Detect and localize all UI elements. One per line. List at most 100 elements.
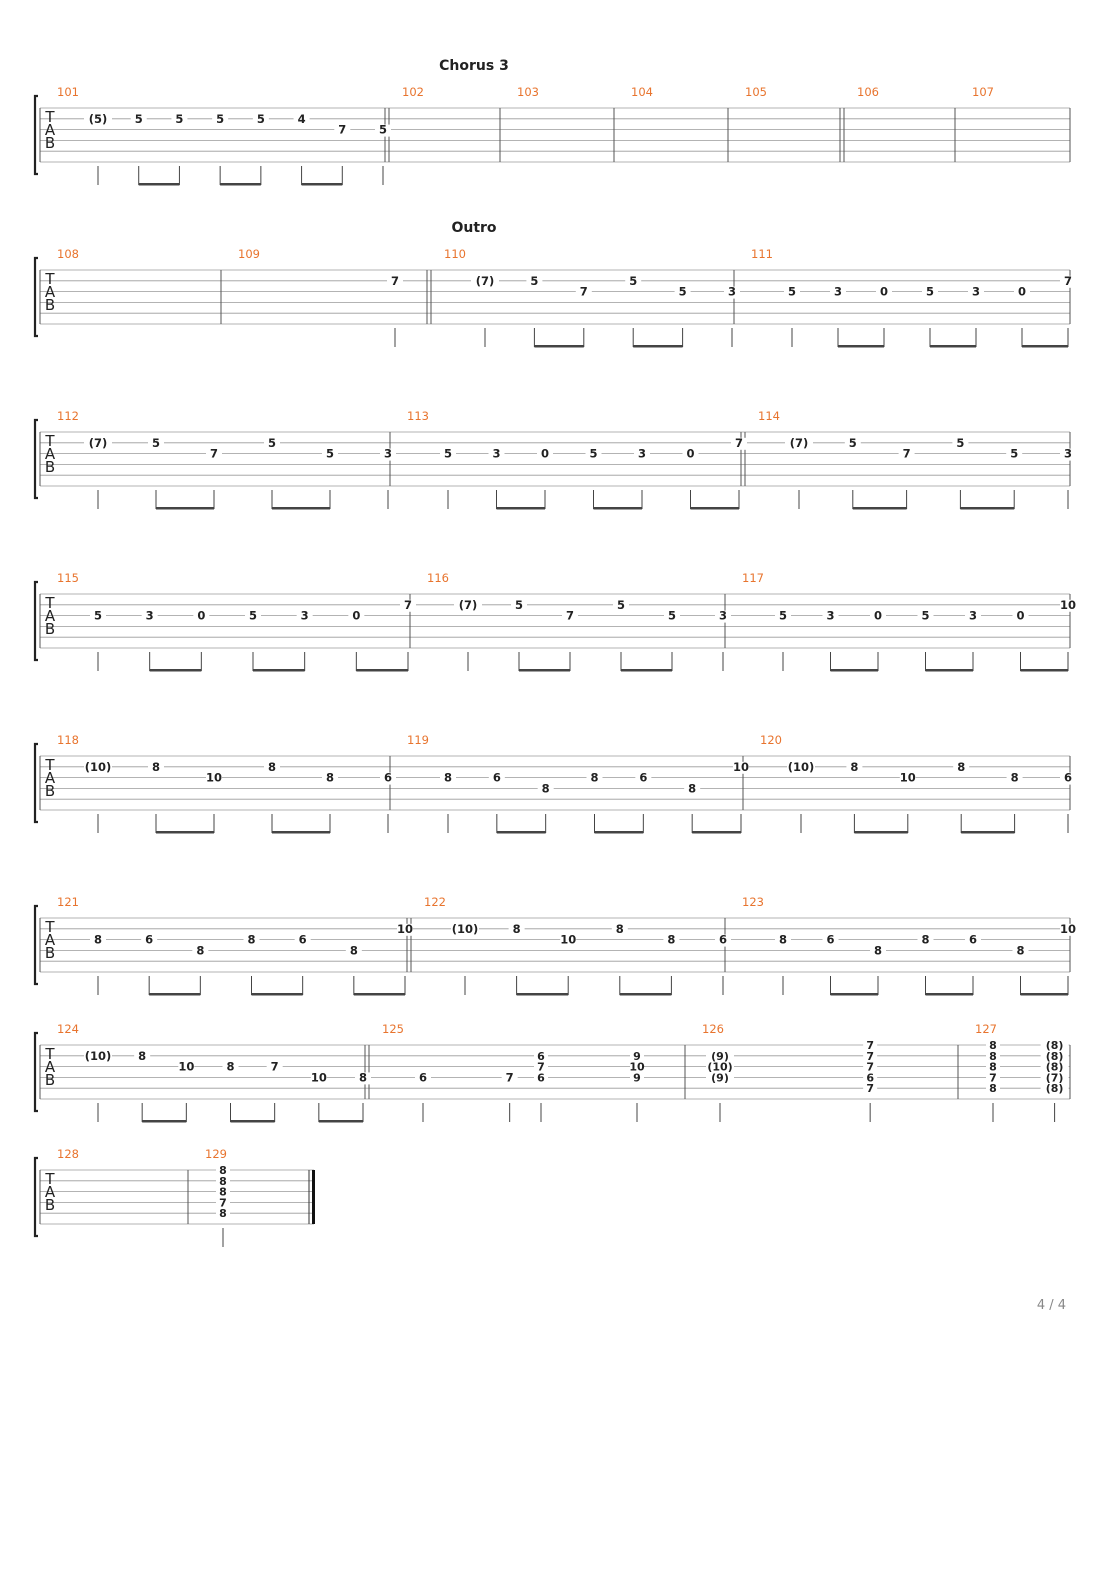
fret-backdrop [322,772,338,785]
fret-backdrop [206,772,222,785]
fret-number: 5 [175,112,183,126]
fret-backdrop [440,448,456,461]
fret-number: 8 [542,781,550,795]
chord-fret-number: 8 [219,1175,227,1188]
fret-number: 5 [152,436,160,450]
fret-number: 6 [384,771,392,785]
measure-number: 111 [751,247,773,261]
final-barline-thick [312,1170,315,1224]
fret-number: (7) [790,436,809,450]
system-bracket [33,418,38,500]
fret-backdrop [664,610,680,623]
beam [138,183,180,186]
chord-fret-backdrop [1040,1040,1069,1051]
chord-fret-number: 7 [989,1071,997,1084]
fret-backdrop [1014,286,1030,299]
chord-fret-number: 8 [989,1039,997,1052]
beam [301,183,343,186]
measure-number: 121 [57,895,79,909]
measure-number: 112 [57,409,79,423]
measure-number: 117 [742,571,764,585]
tab-clef-letter: A [45,769,56,787]
fret-number: 0 [352,609,360,623]
tab-clef-letter: A [45,121,56,139]
fret-backdrop [682,448,699,461]
fret-backdrop [440,772,456,785]
fret-number: 5 [779,609,787,623]
fret-number: 7 [1064,274,1072,288]
fret-number: 7 [735,436,743,450]
fret-number: 5 [257,112,265,126]
tab-clef-letter: T [44,1170,55,1188]
fret-number: 8 [350,943,358,957]
beam [156,507,214,510]
fret-backdrop [397,923,413,936]
beam [690,507,739,510]
fret-backdrop [724,286,740,299]
tab-clef-letter: T [44,270,55,288]
fret-backdrop [830,286,846,299]
measure-number: 118 [57,733,79,747]
fret-number: 3 [301,609,309,623]
fret-backdrop [846,761,863,774]
fret-backdrop [193,610,210,623]
measure-number: 102 [402,85,424,99]
measure-number: 108 [57,247,79,261]
tab-clef-letter: B [45,458,55,476]
fret-number: 6 [719,933,727,947]
fret-backdrop [965,934,981,947]
section-label: Outro [451,220,496,236]
measure-number: 119 [407,733,429,747]
fret-number: 3 [384,447,392,461]
fret-backdrop [784,286,800,299]
fret-backdrop [715,610,731,623]
fret-number: 7 [210,447,218,461]
fret-backdrop [775,934,791,947]
chord-fret-number: (8) [1046,1061,1064,1074]
fret-number: 3 [969,609,977,623]
system-bracket [33,256,38,338]
fret-number: 7 [506,1070,514,1084]
fret-backdrop [454,599,482,612]
fret-number: 8 [326,771,334,785]
fret-backdrop [1060,923,1076,936]
fret-backdrop [733,761,749,774]
fret-backdrop [1006,772,1023,785]
fret-number: 0 [1018,285,1026,299]
fret-number: 3 [492,447,500,461]
fret-number: 7 [338,123,346,137]
measure-number: 129 [205,1147,227,1161]
fret-backdrop [775,610,791,623]
fret-backdrop [613,599,629,612]
chord-fret-backdrop [630,1050,644,1062]
measure-number: 127 [975,1022,997,1036]
measure-number: 122 [424,895,446,909]
fret-number: 8 [921,933,929,947]
system-bracket [33,580,38,662]
fret-backdrop [511,599,527,612]
chord-fret-backdrop [534,1061,548,1073]
fret-backdrop [1012,610,1029,623]
fret-backdrop [731,437,747,450]
fret-number: 7 [580,285,588,299]
section-label: Chorus 3 [439,58,509,74]
chord-fret-number: 8 [989,1061,997,1074]
fret-number: 8 [94,933,102,947]
chord-fret-backdrop [534,1050,548,1062]
fret-number: 8 [359,1070,367,1084]
measure-number: 113 [407,409,429,423]
fret-number: 5 [589,447,597,461]
fret-number: 5 [956,436,964,450]
fret-backdrop [130,113,147,126]
fret-number: 7 [404,598,412,612]
fret-backdrop [264,761,280,774]
chord-fret-number: (8) [1046,1082,1064,1095]
fret-backdrop [968,286,984,299]
beam [534,345,584,348]
chord-fret-number: 8 [989,1082,997,1095]
fret-number: 3 [826,609,834,623]
beam [594,831,644,834]
fret-backdrop [294,934,311,947]
fret-number: 6 [145,933,153,947]
beam [925,669,973,672]
